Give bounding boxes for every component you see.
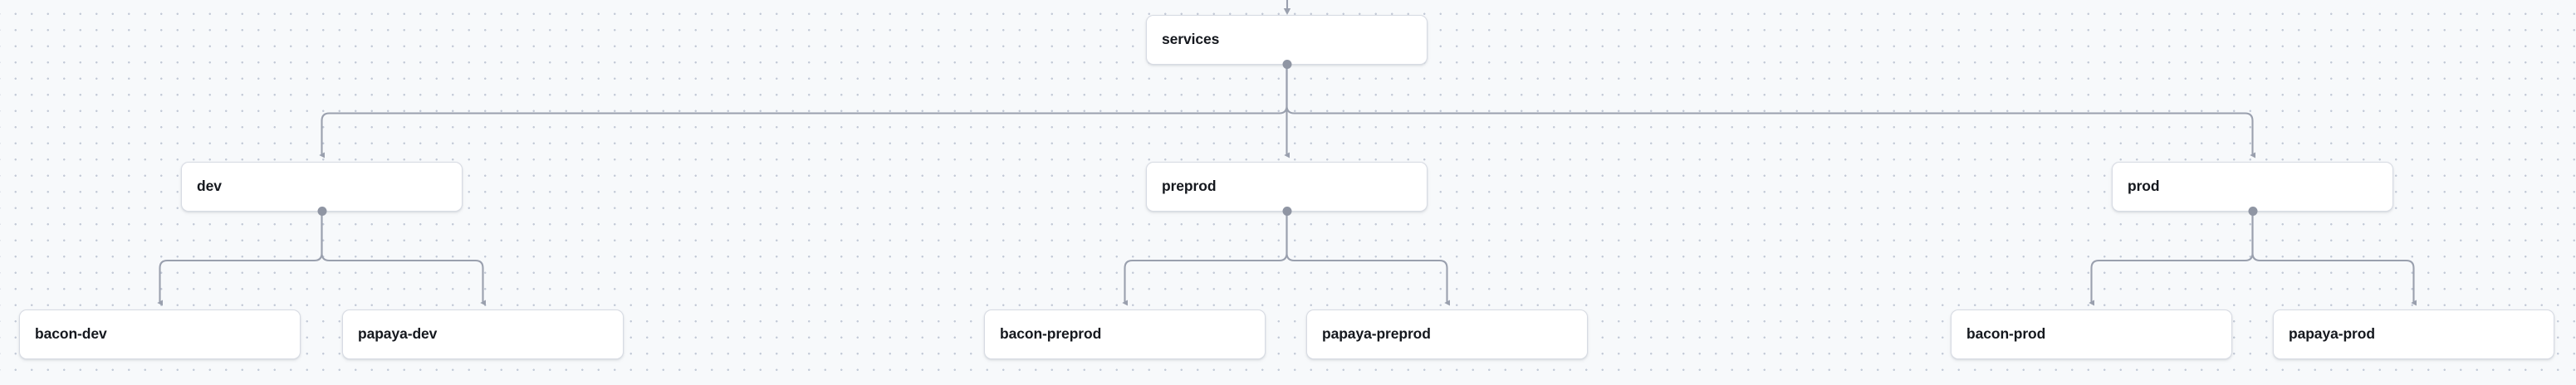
node-label: prod <box>2128 178 2160 195</box>
node-label: papaya-prod <box>2289 325 2375 343</box>
node-services[interactable]: services <box>1146 15 1428 69</box>
edge-prod-bacon-prod[interactable] <box>2089 212 2254 306</box>
edge-services-prod[interactable] <box>1286 65 2256 158</box>
node-bacon-dev[interactable]: bacon-dev <box>19 309 301 359</box>
edge-preprod-papaya-preprod[interactable] <box>1286 212 1451 306</box>
node-prod[interactable]: prod <box>2112 162 2393 216</box>
source-handle-preprod[interactable] <box>1282 206 1291 216</box>
edge-dev-papaya-dev[interactable] <box>321 212 487 306</box>
node-label: services <box>1162 31 1220 48</box>
node-bacon-preprod[interactable]: bacon-preprod <box>984 309 1266 359</box>
node-papaya-preprod[interactable]: papaya-preprod <box>1306 309 1588 359</box>
node-preprod[interactable]: preprod <box>1146 162 1428 216</box>
node-dev[interactable]: dev <box>181 162 463 216</box>
edge-dev-bacon-dev[interactable] <box>157 212 323 306</box>
source-handle-dev[interactable] <box>317 206 326 216</box>
root-incoming-arrow <box>1283 0 1291 15</box>
node-label: papaya-dev <box>358 325 438 343</box>
node-papaya-prod[interactable]: papaya-prod <box>2273 309 2554 359</box>
source-handle-services[interactable] <box>1282 59 1291 69</box>
node-label: bacon-preprod <box>1000 325 1102 343</box>
edge-services-dev[interactable] <box>319 65 1288 158</box>
node-label: dev <box>197 178 222 195</box>
edge-preprod-bacon-preprod[interactable] <box>1122 212 1288 306</box>
node-bacon-prod[interactable]: bacon-prod <box>1951 309 2232 359</box>
node-papaya-dev[interactable]: papaya-dev <box>342 309 624 359</box>
node-label: papaya-preprod <box>1322 325 1431 343</box>
node-label: bacon-dev <box>35 325 107 343</box>
edge-prod-papaya-prod[interactable] <box>2251 212 2417 306</box>
node-label: preprod <box>1162 178 1217 195</box>
source-handle-prod[interactable] <box>2248 206 2257 216</box>
node-label: bacon-prod <box>1966 325 2046 343</box>
